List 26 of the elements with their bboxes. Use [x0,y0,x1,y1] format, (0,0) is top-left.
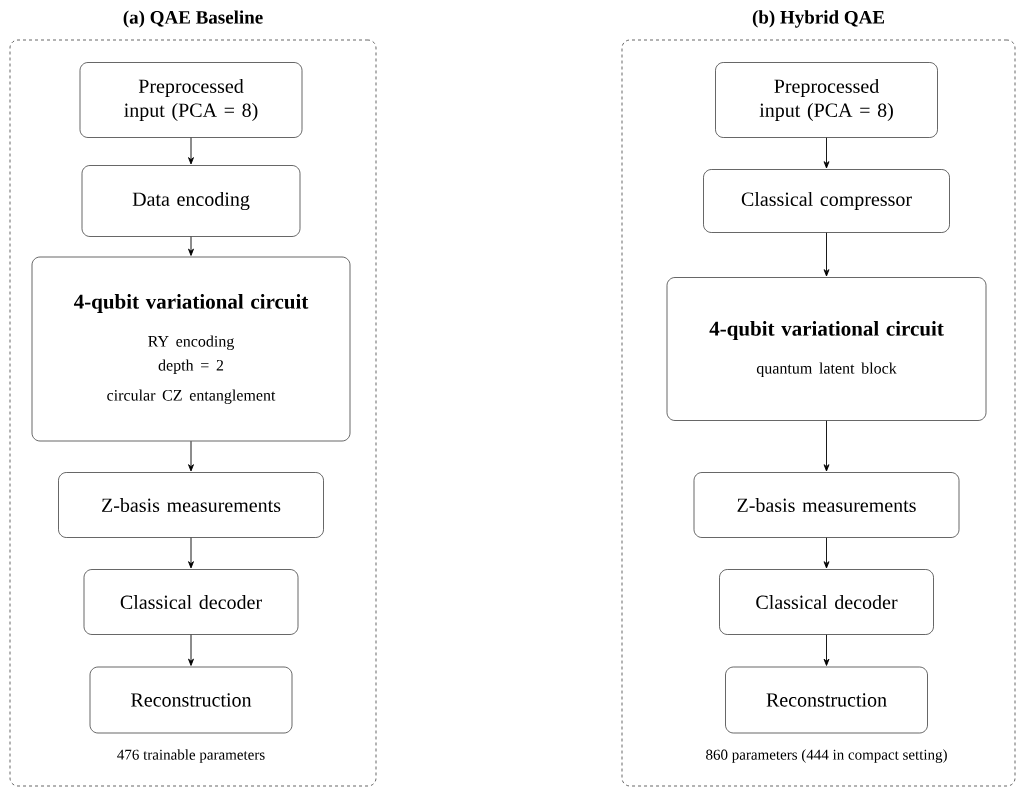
process-box: Z-basis measurements [58,472,324,538]
arrow [188,634,194,666]
arrow [823,537,830,569]
process-box: Classical compressor [703,169,950,233]
process-box: Classical decoder [719,569,934,635]
circuit-box: 4-qubit variational circuit RY encoding depth = 2 circular CZ entanglement [31,256,351,442]
process-box: Classical decoder [83,569,299,635]
panel-title: (b) Hybrid QAE [752,10,885,28]
arrow [823,634,830,666]
arrow [823,137,830,169]
panel-title: (a) QAE Baseline [123,10,263,28]
process-box: Reconstruction [725,666,928,734]
process-box: Z-basis measurements [693,472,960,538]
arrow [823,420,830,472]
parameter-note: 476 trainable parameters [117,749,265,763]
arrow [188,440,194,472]
arrow [188,537,194,569]
parameter-note: 860 parameters (444 in compact setting) [706,749,947,763]
circuit-box: 4-qubit variational circuit quantum latent block [666,277,987,421]
process-box: Reconstruction [89,666,293,734]
arrow [188,137,194,165]
process-box: Preprocessed input (PCA = 8) [79,62,303,138]
arrow [823,232,830,277]
process-box: Data encoding [81,165,301,237]
arrow [188,236,194,256]
process-box: Preprocessed input (PCA = 8) [715,62,938,138]
